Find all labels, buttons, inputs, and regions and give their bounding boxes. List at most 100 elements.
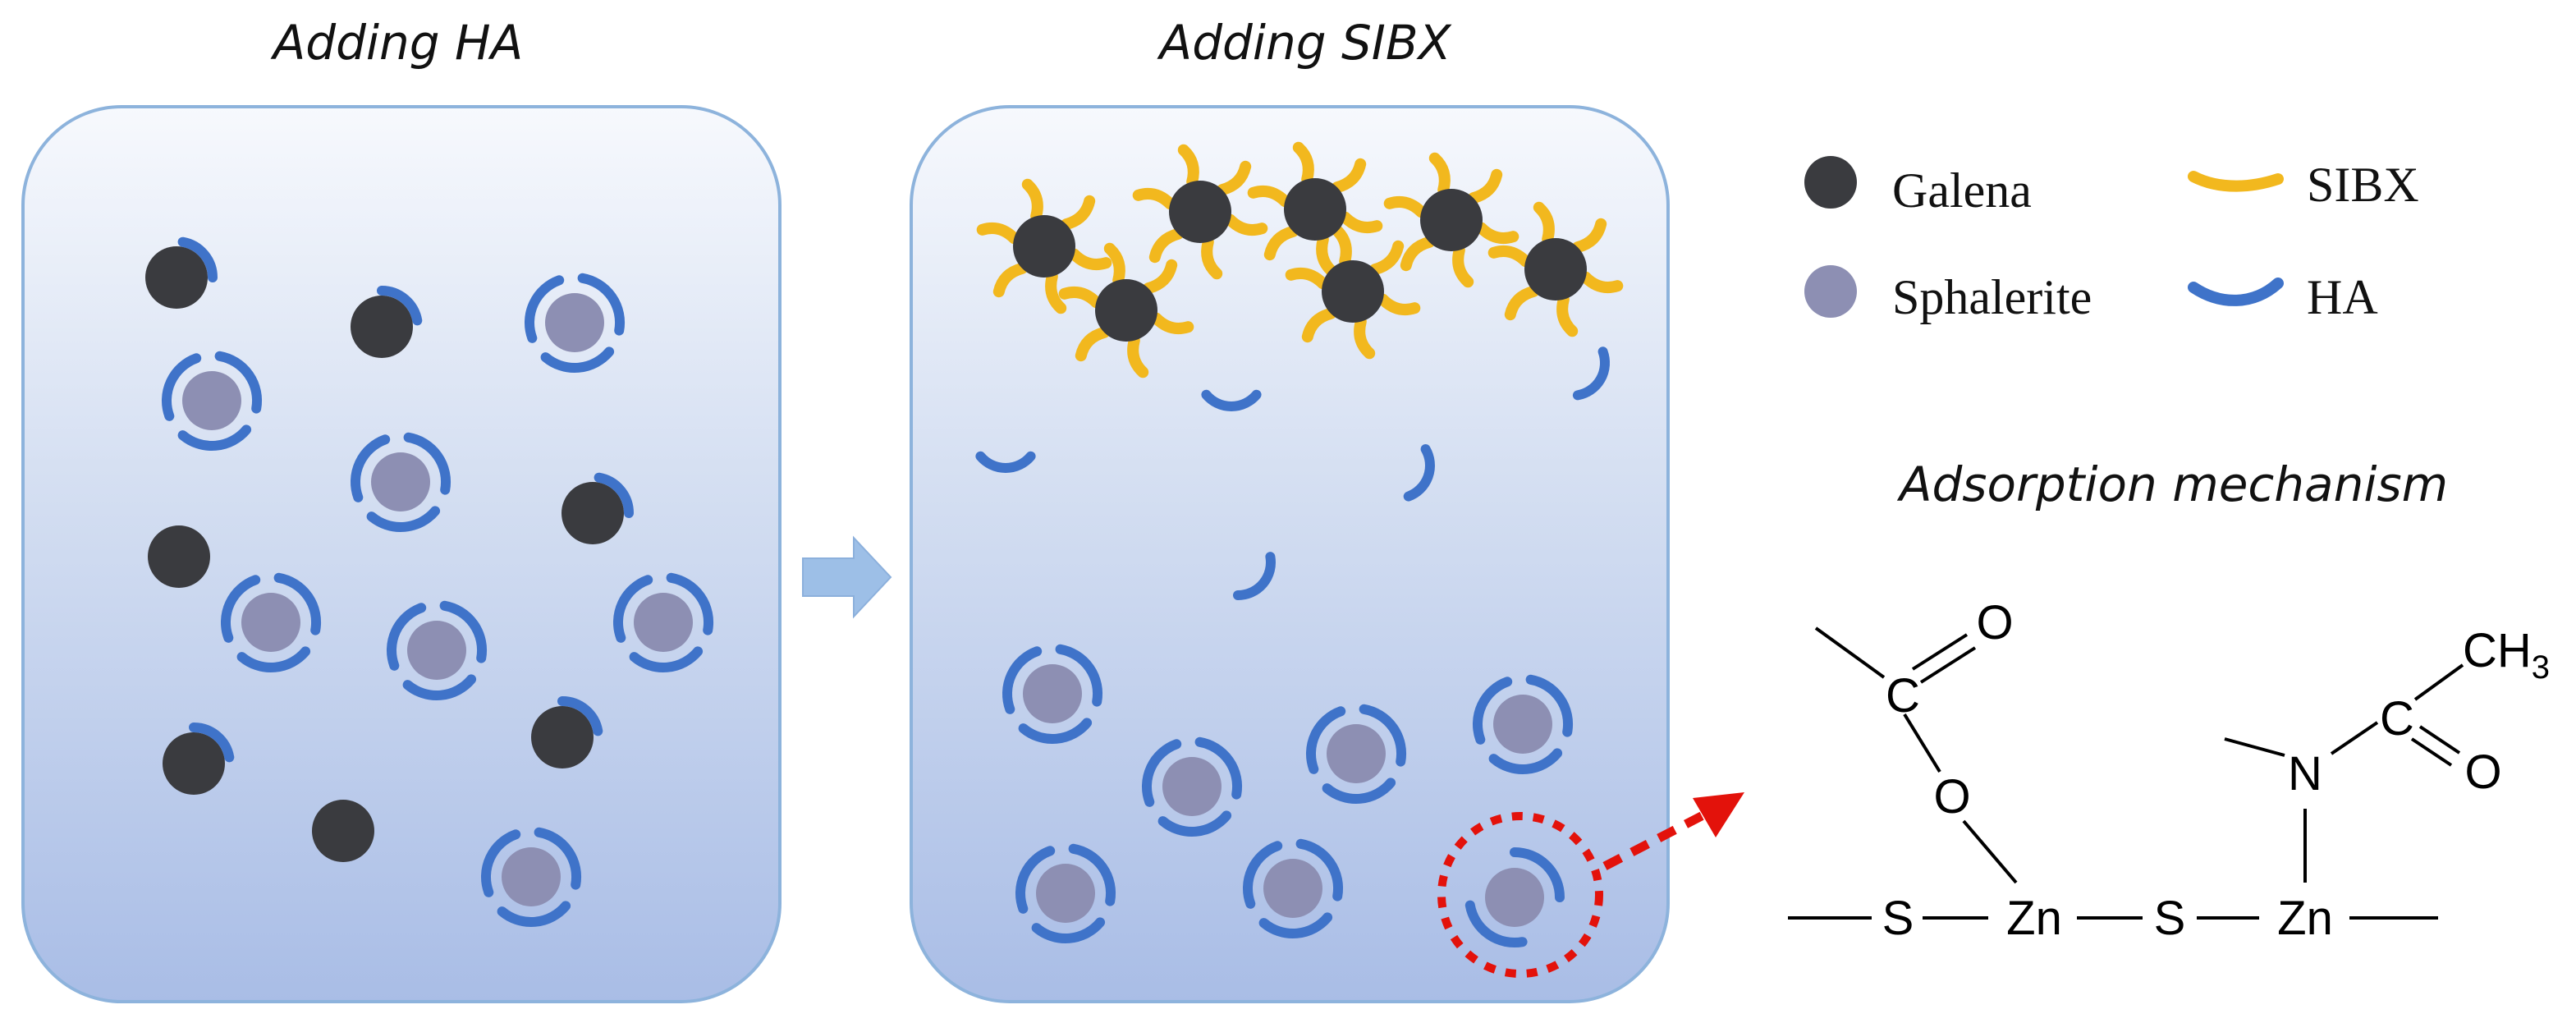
ha-coating	[439, 600, 487, 663]
ha-coating	[480, 829, 521, 897]
sibx-molecule	[1556, 293, 1579, 337]
left-panel-container	[21, 105, 782, 1003]
ha-coating	[497, 901, 571, 927]
right-panel-particles	[975, 141, 1624, 947]
bond-methyl-c1	[1814, 626, 1886, 679]
sibx-molecule	[1579, 271, 1624, 294]
bond-c2-o3-a	[2418, 725, 2461, 755]
galena-particle	[1169, 181, 1231, 243]
sphalerite-particle	[1263, 859, 1322, 918]
ha-coating	[1018, 718, 1093, 744]
sphalerite-particle	[1036, 864, 1095, 923]
sibx-molecule	[1021, 178, 1043, 222]
ha-coating	[214, 351, 262, 414]
sibx-molecule	[1383, 195, 1428, 218]
ha-coating	[403, 432, 451, 495]
highlight-circle	[1437, 812, 1603, 978]
free-ha-molecule	[1403, 444, 1435, 502]
ha-coating	[189, 723, 235, 763]
legend-sphalerite-label: Sphalerite	[1892, 270, 2092, 324]
bond-c1-o1-b	[1919, 646, 1977, 684]
galena-particle	[148, 525, 210, 588]
galena-particle	[1013, 215, 1075, 278]
right-panel	[910, 105, 1744, 1003]
bond-c1-o1-a	[1911, 633, 1969, 671]
sibx-molecule	[1330, 223, 1352, 268]
bond-c2-o3-b	[2410, 737, 2453, 767]
galena-particle	[312, 800, 374, 862]
highlight-pointer-line	[1602, 805, 1718, 870]
legend-sphalerite-swatch	[1804, 265, 1857, 318]
sibx-molecule	[1487, 245, 1532, 268]
ha-coating	[1015, 846, 1056, 914]
process-arrow	[802, 535, 892, 619]
ha-coating	[402, 674, 477, 700]
ha-coating	[1525, 674, 1573, 737]
ha-coating	[524, 275, 565, 343]
galena-particle	[145, 246, 208, 309]
sibx-molecule	[1452, 244, 1474, 288]
galena-particle	[351, 296, 413, 358]
sibx-molecule	[1068, 248, 1112, 271]
sibx-molecule	[1292, 141, 1314, 186]
sibx-molecule	[1142, 259, 1178, 295]
atom-o1: O	[1976, 596, 2013, 649]
highlight-arrowhead	[1693, 792, 1744, 837]
sibx-molecule	[1224, 213, 1268, 236]
galena-particle	[1095, 279, 1157, 342]
ha-coating	[1031, 917, 1106, 943]
ha-coating	[557, 696, 603, 736]
sphalerite-particle	[371, 452, 430, 512]
sibx-molecule	[1216, 160, 1252, 196]
ha-coating	[273, 572, 321, 635]
left-panel-title: Adding HA	[270, 15, 524, 71]
ha-coating	[577, 273, 625, 336]
sibx-molecule	[1533, 201, 1555, 245]
galena-particle	[1524, 238, 1587, 300]
galena-particle	[531, 706, 594, 768]
galena-particle	[1322, 260, 1384, 323]
atom-o3: O	[2464, 745, 2501, 799]
free-ha-molecule	[975, 451, 1036, 473]
ha-coating	[220, 575, 261, 643]
sphalerite-particle	[1023, 664, 1082, 723]
ha-coating	[1242, 841, 1283, 909]
legend-sibx-swatch	[2188, 171, 2284, 192]
ha-coating	[1258, 912, 1333, 938]
sibx-molecule	[1045, 270, 1067, 314]
ha-coating	[350, 434, 391, 502]
bond-methyl-n	[2224, 737, 2285, 757]
sphalerite-particle	[1162, 757, 1222, 816]
ha-coating	[1194, 736, 1242, 800]
legend: Galena Sphalerite SIBX HA	[1804, 156, 2419, 324]
atom-o2: O	[1933, 770, 1970, 823]
legend-galena-swatch	[1804, 156, 1857, 209]
sibx-molecule	[1467, 168, 1503, 204]
sibx-molecule	[1132, 187, 1176, 210]
ha-coating	[1472, 677, 1513, 745]
ha-coating	[177, 424, 252, 451]
ha-coating	[1295, 838, 1343, 901]
free-ha-molecule	[1233, 552, 1276, 600]
ha-coating	[161, 353, 202, 421]
atom-ch3-subscript: 3	[2532, 649, 2550, 686]
sibx-molecule	[1368, 240, 1405, 276]
sphalerite-particle	[545, 293, 604, 352]
ha-coating	[377, 286, 423, 326]
bond-o2-zn1	[1962, 819, 2018, 884]
mechanism-title: Adsorption mechanism	[1896, 456, 2448, 512]
sibx-molecule	[1400, 236, 1436, 272]
atom-ch3: CH3	[2463, 624, 2550, 686]
sibx-molecule	[1331, 158, 1367, 194]
atom-zn2: Zn	[2277, 892, 2333, 945]
atom-c1: C	[1886, 669, 1920, 723]
sibx-molecule	[1263, 225, 1299, 261]
ha-coating	[1141, 739, 1182, 807]
atom-s1: S	[1882, 892, 1914, 945]
legend-ha-swatch	[2188, 278, 2284, 306]
sibx-molecule	[1103, 242, 1125, 287]
ha-coating	[1510, 847, 1565, 902]
sibx-molecule	[1150, 312, 1194, 335]
sibx-molecule	[1075, 326, 1111, 362]
